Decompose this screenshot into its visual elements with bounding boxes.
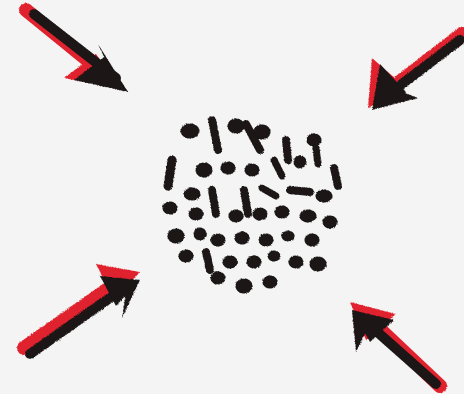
arrow-bottom-right-icon (350, 302, 440, 386)
particle-cluster-icon (163, 119, 338, 293)
arrow-top-left-icon (26, 10, 128, 92)
arrow-top-right-icon (368, 34, 462, 110)
arrow-bottom-left-icon (24, 264, 140, 354)
